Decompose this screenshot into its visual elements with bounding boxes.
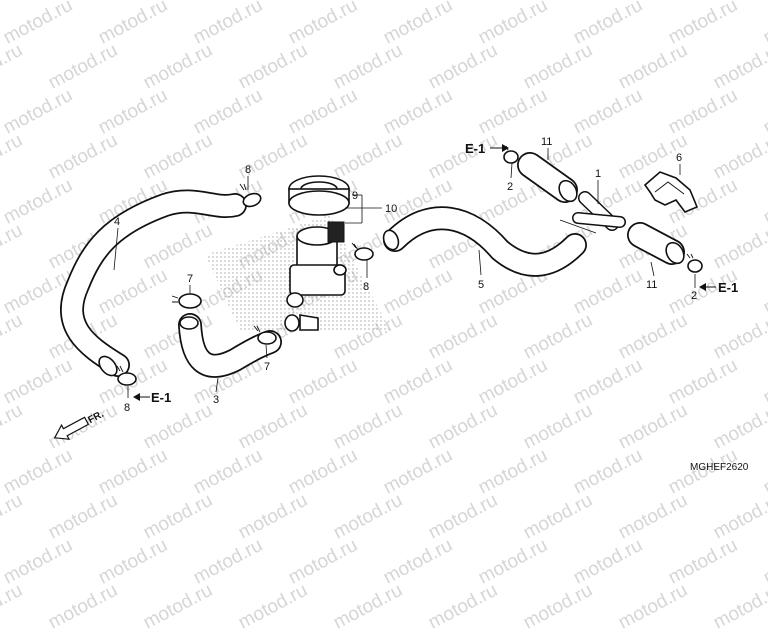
- ref-arrow-e1-right: [699, 283, 716, 291]
- watermark-text: motod.ru: [330, 579, 407, 634]
- callout-9: 9: [352, 190, 358, 202]
- callout-6: 6: [676, 152, 682, 164]
- callout-7-upper: 7: [187, 273, 193, 285]
- ref-arrow-e1-lower: [133, 393, 150, 401]
- clamp-8-lower[interactable]: [116, 365, 137, 386]
- watermark-text: motod.ru: [615, 579, 692, 634]
- callout-10: 10: [385, 203, 397, 215]
- ref-label-e1-right: E-1: [718, 280, 738, 295]
- watermark-text: motod.ru: [520, 579, 597, 634]
- holder-6[interactable]: [643, 171, 699, 213]
- watermark-text: motod.ru: [425, 579, 502, 634]
- callout-3: 3: [213, 394, 219, 406]
- hose-4[interactable]: [60, 189, 247, 378]
- clamp-7-upper[interactable]: [171, 293, 202, 309]
- leader-lines: [113, 148, 696, 398]
- parts-diagram: FR. 4 8 7 7 3 8 8 9 10 5 11 2 1 6 11 2 E…: [53, 136, 749, 473]
- tube-11-lower[interactable]: [627, 222, 687, 267]
- watermark-text: motod.ru: [235, 579, 312, 634]
- t-joint-1[interactable]: [572, 191, 626, 231]
- hose-3[interactable]: [178, 313, 282, 378]
- tube-11-upper[interactable]: [517, 152, 580, 205]
- callout-1: 1: [595, 168, 601, 180]
- ref-arrow-e1-upper: [490, 144, 509, 152]
- watermark-text: motod.ru: [45, 579, 122, 634]
- clamp-8-right[interactable]: [351, 242, 374, 261]
- watermark-text: motod.ru: [0, 579, 27, 634]
- callout-4: 4: [114, 216, 120, 228]
- diagram-code: MGHEF2620: [690, 462, 749, 473]
- air-injection-valve[interactable]: [284, 175, 350, 332]
- callout-11-upper: 11: [541, 136, 552, 148]
- callout-5: 5: [478, 279, 484, 291]
- ref-label-e1-upper: E-1: [465, 141, 485, 156]
- front-direction-arrow: FR.: [53, 409, 106, 440]
- callout-8-lower: 8: [124, 402, 130, 414]
- callout-8-right: 8: [363, 281, 369, 293]
- callout-8-upper: 8: [245, 164, 251, 176]
- clamp-7-lower[interactable]: [253, 325, 277, 345]
- clamp-2-lower[interactable]: [686, 253, 703, 273]
- callout-2-lower: 2: [691, 290, 697, 302]
- hose-5[interactable]: [381, 206, 587, 277]
- callout-2-upper: 2: [507, 181, 513, 193]
- watermark-text: motod.ru: [710, 579, 768, 634]
- ref-label-e1-lower: E-1: [151, 390, 171, 405]
- clamp-8-upper[interactable]: [239, 183, 263, 209]
- callout-11-lower: 11: [646, 279, 657, 291]
- watermark-text: motod.ru: [140, 579, 217, 634]
- callout-7-lower: 7: [264, 361, 270, 373]
- front-direction-label: FR.: [86, 409, 106, 426]
